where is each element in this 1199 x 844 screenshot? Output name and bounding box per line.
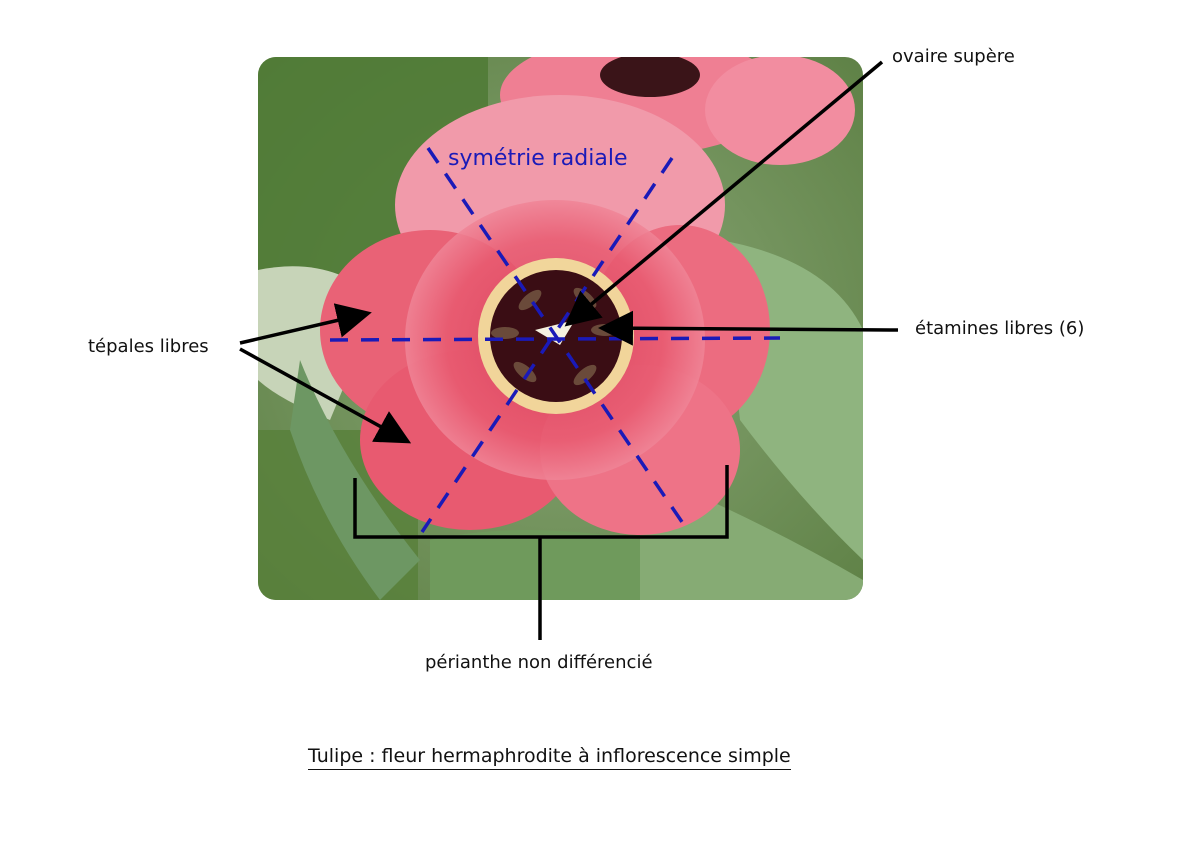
symmetry-line-2 xyxy=(420,157,674,533)
label-tepales: tépales libres xyxy=(88,336,209,357)
arrow-tepale-2 xyxy=(239,347,412,444)
figure-caption: Tulipe : fleur hermaphrodite à infloresc… xyxy=(308,745,791,770)
arrow-ovaire xyxy=(564,60,884,327)
tulip-photo xyxy=(258,57,863,600)
symmetry-line-3 xyxy=(329,336,781,342)
arrow-etamines xyxy=(598,310,899,346)
arrow-tepale-1 xyxy=(239,303,372,345)
label-perianthe: périanthe non différencié xyxy=(425,652,653,673)
leader-lines xyxy=(239,60,899,640)
symmetry-line-1 xyxy=(426,147,684,523)
stamens xyxy=(491,287,619,386)
label-ovaire: ovaire supère xyxy=(892,46,1015,67)
label-etamines: étamines libres (6) xyxy=(915,318,1085,339)
label-symetrie: symétrie radiale xyxy=(448,146,628,171)
symmetry-lines xyxy=(329,147,781,533)
